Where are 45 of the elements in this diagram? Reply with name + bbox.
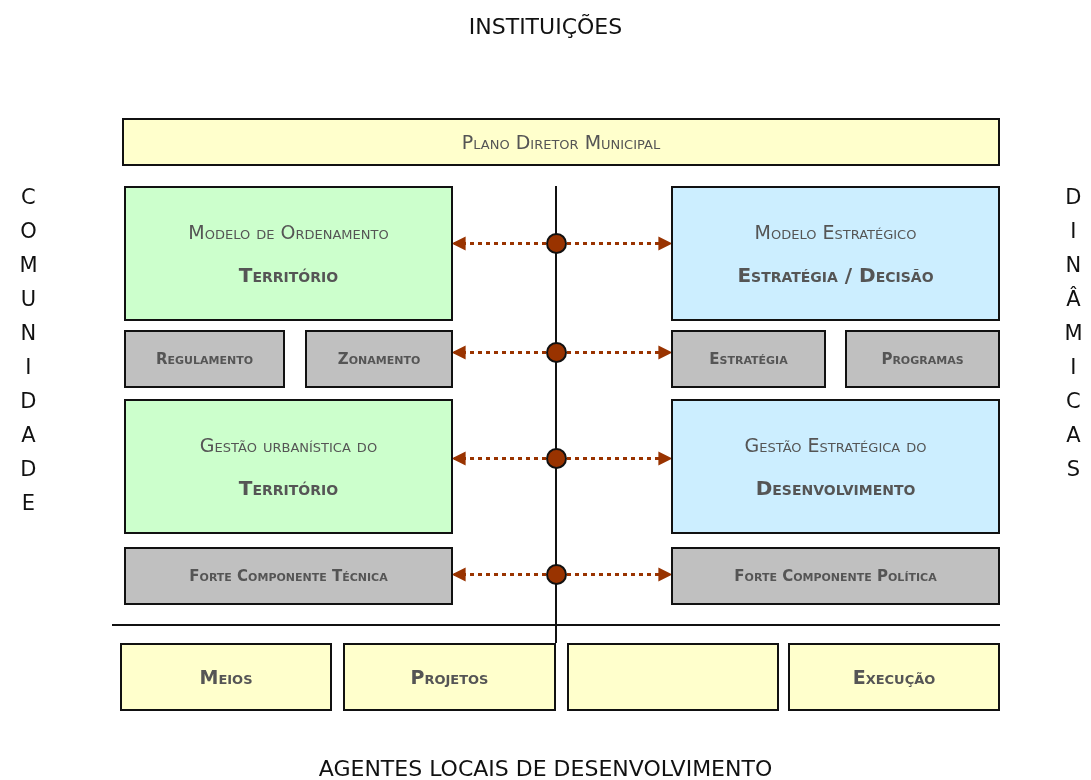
junction-dot (546, 564, 567, 585)
model-box (124, 186, 453, 321)
plan-box (567, 643, 779, 711)
box-label: Meios (199, 666, 253, 688)
box-label: Regulamento (155, 350, 254, 368)
arrow (567, 451, 673, 466)
box-label: Desenvolvimento (755, 475, 916, 500)
box-label: Zonamento (337, 350, 421, 368)
junction-dot (546, 233, 567, 254)
plan-box (343, 643, 556, 711)
component-box (671, 547, 1000, 605)
box-label: Estratégia (709, 350, 788, 368)
box-heading: Gestão Estratégica do (744, 433, 927, 456)
box-label: Projetos (410, 666, 489, 688)
plan-box (120, 643, 332, 711)
arrow (567, 567, 673, 582)
box-label: Estratégia / Decisão (737, 262, 934, 287)
arrow (567, 236, 673, 251)
box-label: Território (238, 475, 339, 500)
junction-dot (546, 448, 567, 469)
component-box (305, 330, 453, 388)
plan-box (122, 118, 1000, 166)
model-box (671, 186, 1000, 321)
box-heading: Modelo Estratégico (754, 220, 917, 243)
box-label: Plano Diretor Municipal (461, 131, 661, 153)
box-label: Forte Componente Política (734, 567, 937, 585)
axis-heading: AGENTES LOCAIS DE DESENVOLVIMENTO (317, 756, 774, 780)
box-label: Território (238, 262, 339, 287)
side-label: DINÂMICAS (1064, 184, 1083, 483)
model-box (671, 399, 1000, 534)
plan-box (788, 643, 1000, 711)
box-label: Forte Componente Técnica (189, 567, 388, 585)
side-label: COMUNIDADE (19, 184, 38, 517)
component-box (124, 547, 453, 605)
component-box (124, 330, 285, 388)
component-box (845, 330, 1000, 388)
arrow (567, 345, 673, 360)
box-label: Execução (852, 666, 936, 688)
box-heading: Modelo de Ordenamento (188, 220, 389, 243)
model-box (124, 399, 453, 534)
axis-heading: INSTITUIÇÕES (467, 14, 624, 39)
box-heading: Gestão urbanística do (199, 433, 378, 456)
junction-dot (546, 342, 567, 363)
box-label: Programas (881, 350, 964, 368)
component-box (671, 330, 826, 388)
